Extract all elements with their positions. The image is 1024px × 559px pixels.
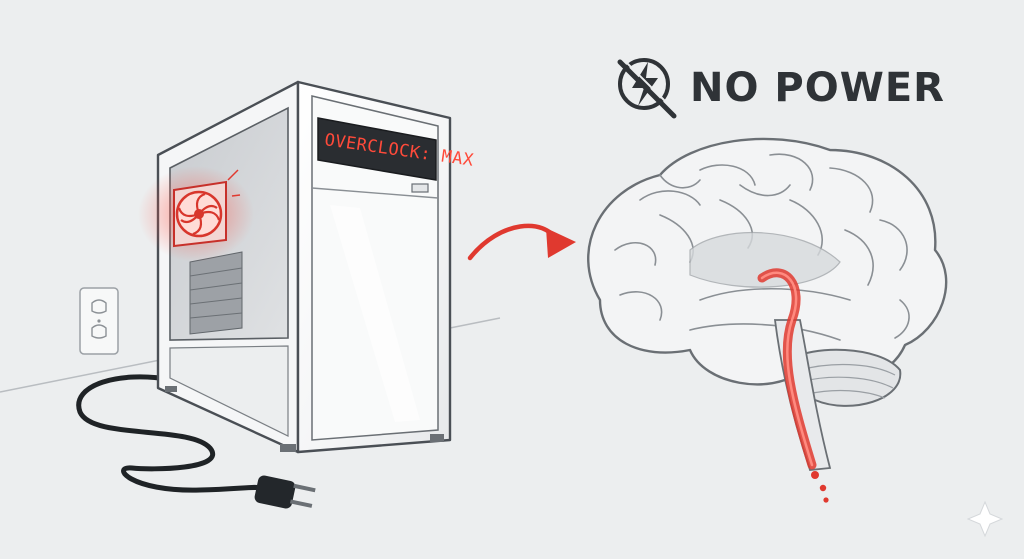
power-cord: [76, 374, 265, 493]
headline-text: NO POWER: [690, 65, 945, 111]
plug: [254, 475, 316, 509]
brain-illustration: [587, 137, 948, 471]
red-pathway: [757, 268, 829, 503]
fan-icon: [173, 169, 241, 248]
wall-outlet: [79, 287, 119, 355]
arrow-icon: [467, 223, 576, 261]
no-power-icon: [617, 57, 679, 119]
pc-case: [156, 80, 452, 454]
sparkle-icon: [966, 500, 1004, 538]
